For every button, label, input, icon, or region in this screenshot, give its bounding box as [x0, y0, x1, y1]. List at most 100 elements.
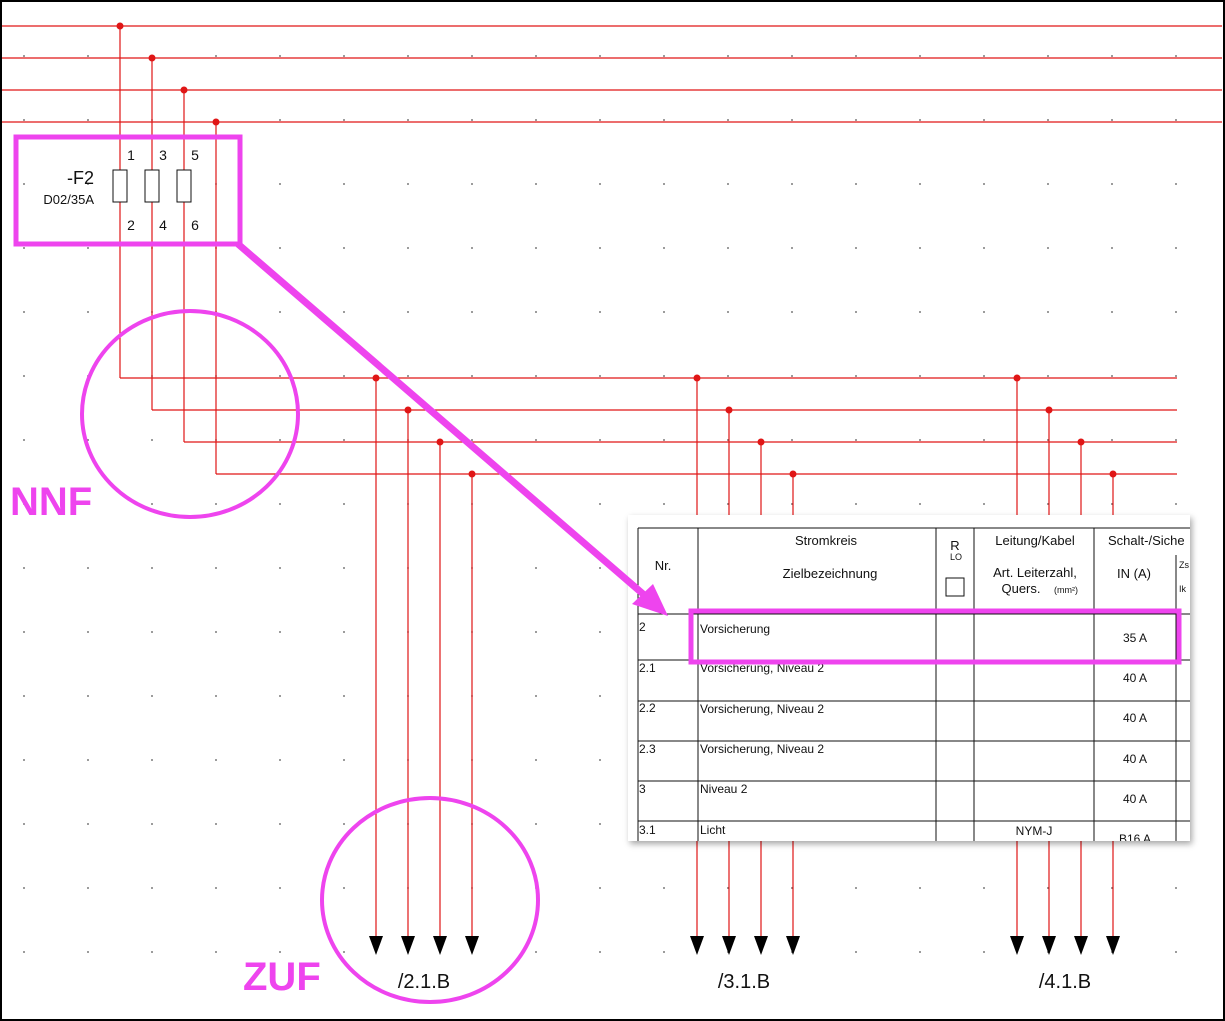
grid-dot [343, 375, 345, 377]
grid-dot [23, 759, 25, 761]
cross-reference[interactable]: /2.1.B [398, 971, 450, 993]
grid-dot [855, 951, 857, 953]
grid-dot [343, 695, 345, 697]
grid-dot [599, 695, 601, 697]
cross-reference[interactable]: /4.1.B [1039, 971, 1091, 993]
grid-dot [855, 375, 857, 377]
grid-dot [343, 439, 345, 441]
grid-dot [151, 759, 153, 761]
grid-dot [215, 759, 217, 761]
grid-dot [23, 823, 25, 825]
grid-dot [343, 759, 345, 761]
table-row[interactable]: 2.1 Vorsicherung, Niveau 2 40 A [639, 661, 1147, 685]
grid-dot [23, 567, 25, 569]
grid-dot [855, 119, 857, 121]
grid-dot [599, 375, 601, 377]
terminal-label: 4 [159, 217, 167, 233]
grid-dot [983, 951, 985, 953]
grid-dot [535, 503, 537, 505]
grid-dot [855, 183, 857, 185]
grid-dot [151, 695, 153, 697]
grid-dot [663, 119, 665, 121]
cross-reference[interactable]: /3.1.B [718, 971, 770, 993]
grid-dot [983, 375, 985, 377]
grid-dot [151, 887, 153, 889]
grid-dot [1111, 375, 1113, 377]
grid-dot [87, 247, 89, 249]
grid-dot [87, 823, 89, 825]
terminal-label: 5 [191, 147, 199, 163]
row-in: 40 A [1123, 752, 1147, 766]
grid-dot [919, 247, 921, 249]
nnf-label: NNF [10, 480, 92, 524]
grid-dot [599, 183, 601, 185]
grid-dot [87, 567, 89, 569]
circuit-table: Nr. Stromkreis Zielbezeichnung R LO Leit… [628, 515, 1190, 841]
grid-dot [343, 567, 345, 569]
grid-dot [407, 183, 409, 185]
arrow-down-icon [369, 936, 383, 955]
header-nr: Nr. [655, 558, 672, 573]
grid-dot [407, 375, 409, 377]
grid-dot [791, 55, 793, 57]
grid-dot [23, 887, 25, 889]
grid-dot [151, 439, 153, 441]
grid-dot [535, 631, 537, 633]
grid-dot [1111, 183, 1113, 185]
grid-dot [599, 759, 601, 761]
grid-dot [215, 951, 217, 953]
grid-dot [1175, 439, 1177, 441]
fuse-f2[interactable]: -F2 D02/35A 1 3 5 2 4 6 [43, 147, 199, 233]
grid-dot [983, 887, 985, 889]
grid-dot [471, 55, 473, 57]
grid-dot [1047, 183, 1049, 185]
grid-dot [471, 439, 473, 441]
grid-dot [791, 439, 793, 441]
grid-dot [279, 631, 281, 633]
table-row[interactable]: 2.2 Vorsicherung, Niveau 2 40 A [639, 701, 1147, 725]
grid-dot [919, 503, 921, 505]
table-row[interactable]: 2.3 Vorsicherung, Niveau 2 40 A [639, 742, 1147, 766]
table-row[interactable]: 3.1 Licht NYM-J B16 A [639, 823, 1151, 841]
header-stromkreis: Stromkreis [795, 533, 858, 548]
row-name: Niveau 2 [700, 782, 748, 796]
arrow-down-icon [1106, 936, 1120, 955]
table-row[interactable]: 3 Niveau 2 40 A [639, 782, 1147, 806]
grid-dot [535, 759, 537, 761]
grid-dot [791, 375, 793, 377]
terminal-label: 6 [191, 217, 199, 233]
grid-dot [1175, 503, 1177, 505]
fuse-element-1 [112, 169, 128, 203]
grid-dot [919, 55, 921, 57]
grid-dot [727, 119, 729, 121]
highlight-box-fuse [13, 134, 243, 247]
grid-dot [855, 887, 857, 889]
grid-dot [1111, 311, 1113, 313]
grid-dot [151, 951, 153, 953]
arrow-down-icon [465, 936, 479, 955]
grid-dot [87, 311, 89, 313]
grid-dot [727, 375, 729, 377]
grid-dot [1175, 247, 1177, 249]
row-nr: 3.1 [639, 823, 656, 837]
grid-dot [1175, 55, 1177, 57]
arrow-down-icon [1010, 936, 1024, 955]
grid-dot [1047, 55, 1049, 57]
arrow-down-icon [690, 936, 704, 955]
header-r-checkbox[interactable] [945, 577, 965, 597]
grid-dot [471, 183, 473, 185]
grid-dot [599, 311, 601, 313]
grid-dot [983, 439, 985, 441]
grid-dot [23, 439, 25, 441]
grid-dot [343, 631, 345, 633]
grid-dot [215, 567, 217, 569]
busbars-top [2, 25, 1222, 123]
grid-dot [87, 631, 89, 633]
grid-dot [599, 823, 601, 825]
highlight-circle-nnf [80, 309, 300, 519]
grid-dot [1111, 55, 1113, 57]
grid-dot [343, 503, 345, 505]
grid-dot [1111, 439, 1113, 441]
arrow-down-icon [1042, 936, 1056, 955]
